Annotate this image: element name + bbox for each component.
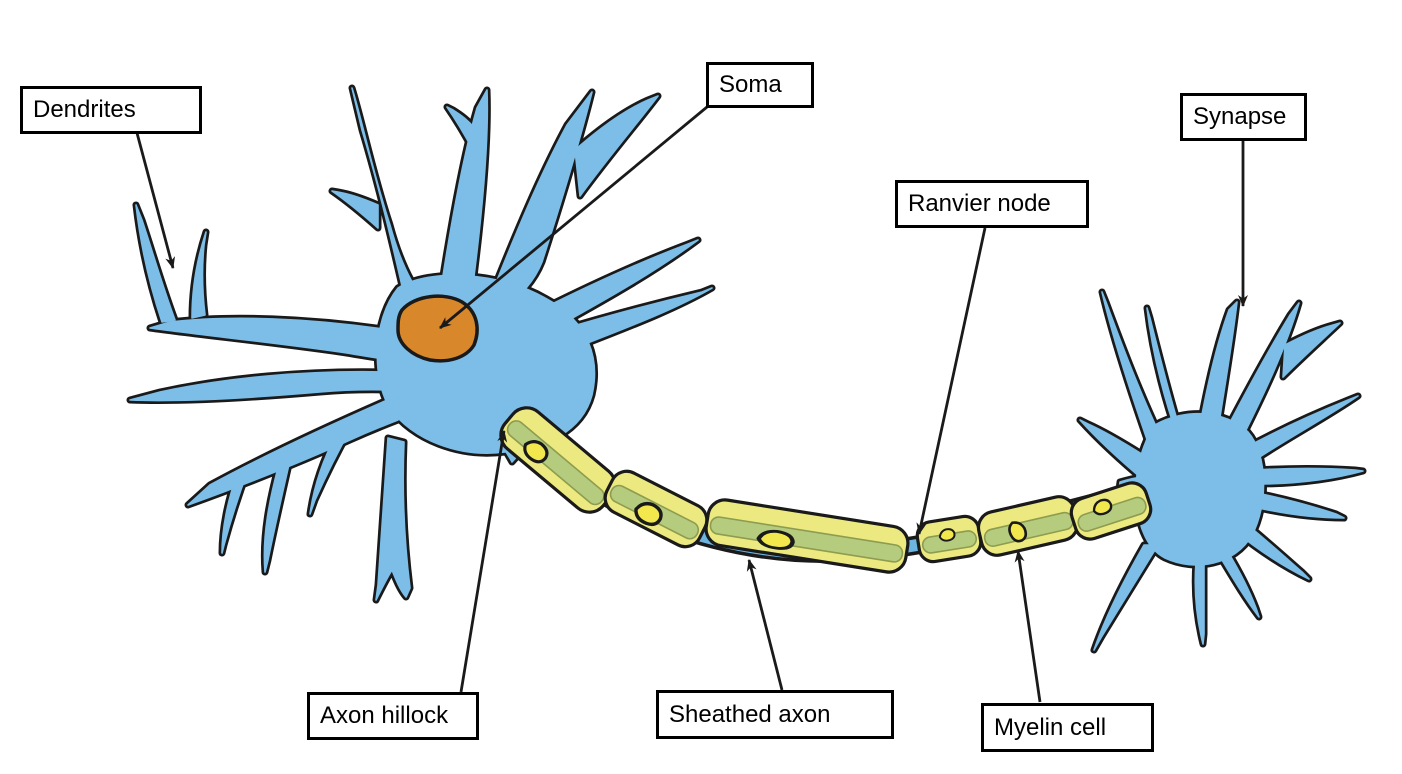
ranvier-node-arrow (916, 227, 987, 535)
dendrites-arrow (135, 132, 175, 269)
label-soma: Soma (706, 62, 814, 108)
myelin-cell-arrow (1014, 550, 1042, 703)
label-ranvier-node: Ranvier node (895, 180, 1089, 228)
label-axon-hillock-text: Axon hillock (320, 702, 449, 729)
label-ranvier-node-text: Ranvier node (908, 190, 1051, 217)
label-myelin-cell-text: Myelin cell (994, 713, 1107, 741)
synapse-terminal-tree (1080, 292, 1363, 650)
sheathed-axon-arrow (746, 559, 784, 691)
myelin-segment (704, 498, 910, 574)
label-dendrites-text: Dendrites (33, 96, 136, 123)
label-dendrites: Dendrites (20, 86, 202, 134)
myelin-segment (976, 495, 1080, 557)
myelin-segment (915, 514, 983, 564)
label-soma-text: Soma (719, 71, 782, 98)
soma-arrow (439, 105, 708, 330)
label-sheathed-axon-text: Sheathed axon (669, 700, 831, 728)
myelin-sheath-chain (499, 406, 1153, 574)
myelin-segment (1069, 481, 1153, 541)
label-myelin-cell: Myelin cell (981, 703, 1154, 752)
label-synapse: Synapse (1180, 93, 1307, 141)
label-synapse-text: Synapse (1193, 103, 1287, 130)
leader-arrows (135, 105, 1248, 703)
myelin-segment (603, 469, 709, 549)
axon-hillock-arrow (459, 430, 508, 693)
label-sheathed-axon: Sheathed axon (656, 690, 894, 739)
label-axon-hillock: Axon hillock (307, 692, 479, 740)
